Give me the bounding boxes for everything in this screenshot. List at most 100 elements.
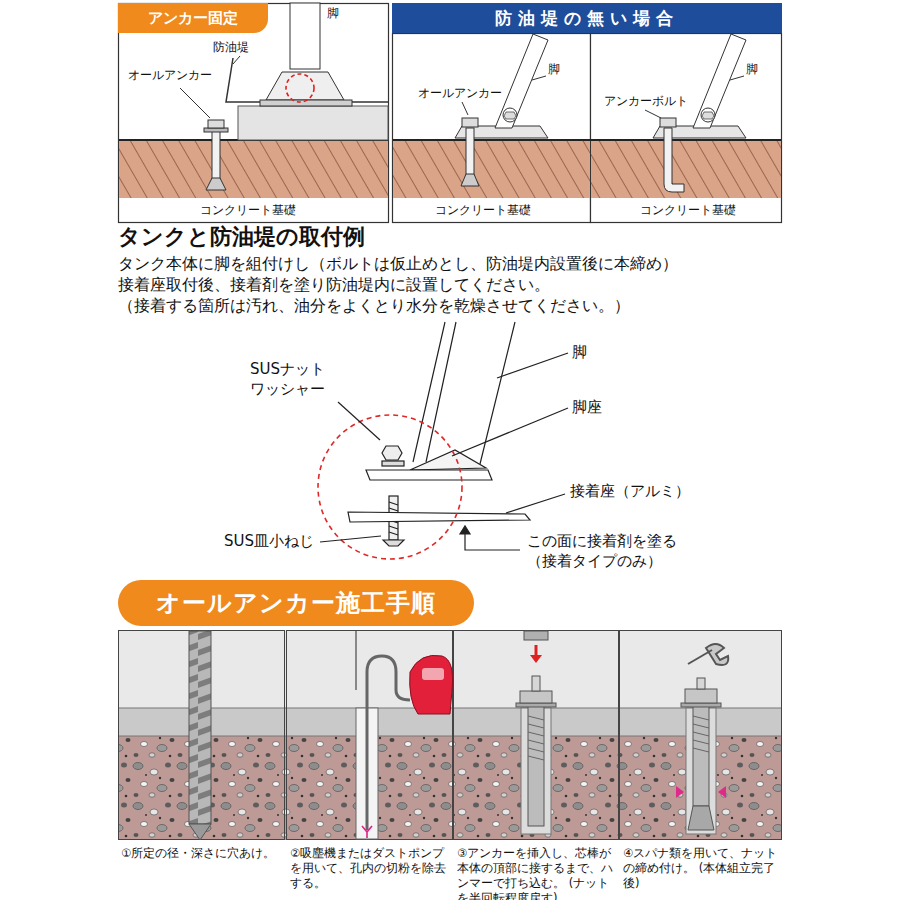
- part-label: 防油堤: [213, 40, 249, 56]
- mounting-diagram-part: [460, 526, 470, 534]
- anchor-tighten-part: [688, 806, 714, 830]
- mounting-diagram-part: [338, 402, 380, 440]
- anchor-panel-part: [204, 128, 228, 132]
- no-dike-panels-part: [591, 34, 782, 223]
- no-dike-panels-part: [461, 174, 479, 186]
- label-box: 接着座取付後、接着剤を塗り防油堤内に設置してください。: [118, 275, 550, 295]
- no-dike-panels-part: [591, 140, 781, 198]
- no-dike-panels-part: [693, 34, 746, 128]
- anchor-panel-part: [119, 4, 389, 223]
- step-panels-part: [454, 631, 619, 840]
- part-label: 脚座: [572, 398, 602, 418]
- step-panels-part: [620, 631, 782, 840]
- anchor-insert-part: [524, 631, 548, 640]
- no-dike-panels-part: [462, 118, 478, 127]
- anchor-tighten-part: [681, 703, 721, 707]
- anchor-panel-part: [206, 178, 226, 190]
- anchor-insert: [516, 631, 556, 834]
- anchor-tighten-part: [697, 678, 705, 689]
- drill-part: [189, 824, 211, 840]
- anchor-panel-part: [208, 120, 224, 128]
- anchor-insert-part: [535, 645, 538, 656]
- mounting-diagram: [318, 322, 568, 559]
- label-box: 脚座: [572, 398, 602, 418]
- anchor-insert-part: [520, 691, 552, 703]
- drill: [189, 631, 211, 840]
- mounting-diagram-part: [366, 470, 492, 480]
- anchor-panel-part: [286, 74, 314, 102]
- dust-pump: [356, 631, 453, 839]
- label-box: 脚: [572, 343, 587, 363]
- orange-tab: アンカー固定: [118, 3, 268, 33]
- mounting-diagram-part: [318, 415, 462, 559]
- no-dike-panels-part: [702, 112, 714, 119]
- mounting-diagram-part: [497, 353, 568, 378]
- anchor-panel-part: [119, 140, 388, 198]
- label-box: 脚: [746, 62, 758, 78]
- label-box: ④スパナ類を用いて、ナットの締め付け。 (本体組立完了後): [623, 846, 779, 891]
- anchor-panel-part: [266, 72, 344, 100]
- part-label: オールアンカー: [128, 68, 212, 84]
- mounting-diagram-part: [465, 532, 520, 550]
- mounting-diagram-part: [413, 322, 515, 464]
- part-label: SUSナット ワッシャー: [250, 360, 336, 399]
- label-box: 防油堤: [213, 40, 249, 56]
- anchor-tighten-part: [693, 706, 709, 806]
- no-dike-panels: [393, 34, 782, 223]
- label-box: コンクリート基礎: [200, 203, 296, 219]
- node-label: オールアンカー施工手順: [156, 587, 436, 619]
- dust-pump-part: [422, 668, 444, 680]
- label-box: コンクリート基礎: [435, 203, 531, 219]
- anchor-insert-part: [528, 716, 544, 760]
- anchor-tighten-part: [693, 716, 709, 752]
- note-text: タンク本体に脚を組付けし（ボルトは仮止めとし、防油堤内設置後に本締め）: [118, 254, 678, 274]
- part-label: 脚: [572, 343, 587, 363]
- label-box: ①所定の径・深さに穴あけ。: [121, 846, 281, 861]
- part-label: 接着座（アルミ）: [570, 482, 690, 502]
- part-label: 脚: [327, 6, 339, 22]
- no-dike-panels-part: [495, 34, 548, 128]
- anchor-tighten-part: [688, 644, 728, 665]
- mounting-diagram-part: [452, 408, 568, 456]
- node-label: アンカー固定: [148, 9, 238, 28]
- mounting-diagram-part: [410, 450, 486, 470]
- step-caption: ④スパナ類を用いて、ナットの締め付け。 (本体組立完了後): [623, 846, 779, 891]
- label-box: 脚: [327, 6, 339, 22]
- anchor-panel-part: [238, 106, 388, 140]
- anchor-insert-part: [528, 706, 544, 826]
- orange-banner: オールアンカー施工手順: [118, 580, 474, 626]
- label-box: アンカーボルト: [604, 94, 688, 110]
- mounting-diagram-part: [382, 446, 402, 460]
- mounting-diagram-part: [320, 536, 381, 542]
- dust-pump-part: [410, 655, 453, 714]
- note-text: （接着する箇所は汚れ、油分をよくとり水分を乾燥させてください。）: [118, 296, 630, 316]
- heading-box: タンクと防油堤の取付例: [118, 222, 365, 252]
- anchor-insert-part: [532, 676, 540, 691]
- part-label: オールアンカー: [418, 86, 502, 102]
- part-label: SUS皿小ねじ: [224, 532, 314, 552]
- dust-pump-part: [367, 656, 410, 830]
- part-label: この面に接着剤を塗る （接着タイプのみ）: [527, 532, 687, 571]
- mounting-diagram-part: [383, 540, 404, 546]
- no-dike-panels-part: [504, 112, 516, 119]
- label-box: ②吸塵機またはダストポンプを用いて、孔内の切粉を除去する。: [290, 846, 450, 891]
- label-box: SUS皿小ねじ: [224, 532, 314, 552]
- anchor-insert-part: [530, 655, 542, 663]
- part-label: コンクリート基礎: [435, 203, 531, 219]
- no-dike-panels-part: [664, 128, 684, 192]
- blue-banner: 防油堤の無い場合: [392, 3, 782, 33]
- no-dike-panels-part: [393, 139, 781, 141]
- no-dike-panels-part: [462, 102, 468, 115]
- anchor-tighten-part: [676, 786, 684, 798]
- label-box: コンクリート基礎: [640, 203, 736, 219]
- anchor-insert-part: [516, 703, 556, 707]
- mounting-diagram-part: [382, 461, 404, 466]
- no-dike-panels-part: [393, 34, 591, 223]
- step-panels-part: [118, 736, 782, 737]
- anchor-tighten-part: [685, 689, 717, 703]
- label-box: SUSナット ワッシャー: [250, 360, 336, 399]
- heading: タンクと防油堤の取付例: [118, 222, 365, 252]
- anchor-panel-part: [233, 56, 240, 64]
- part-label: コンクリート基礎: [640, 203, 736, 219]
